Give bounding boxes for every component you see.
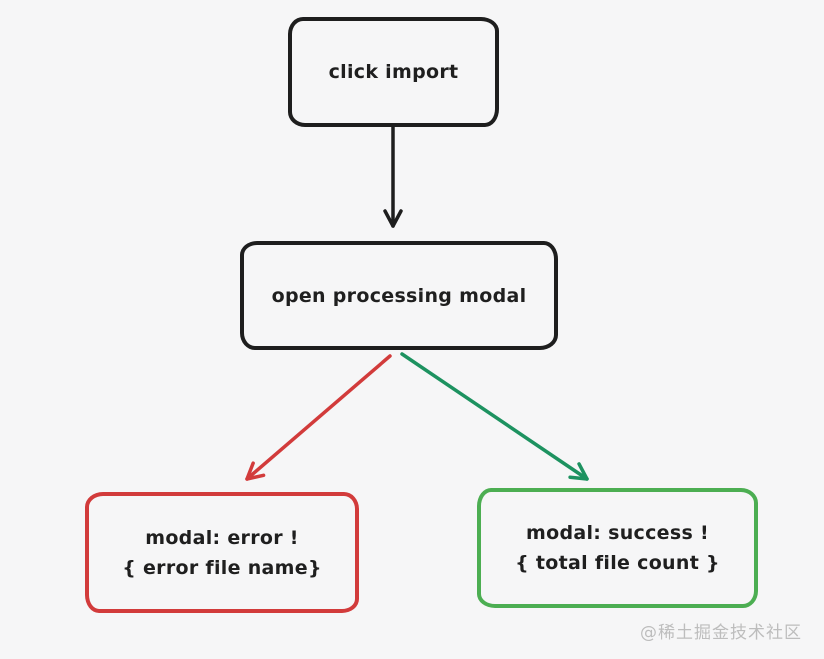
node-click-import: click import — [288, 17, 499, 127]
node-click-import-label: click import — [328, 61, 459, 83]
node-modal-success-line-1: modal: success ! — [526, 522, 709, 544]
node-modal-error-line-1: modal: error ! — [145, 526, 299, 549]
node-modal-success-line-2: { total file count } — [515, 552, 720, 574]
edge-modal-to-success — [400, 352, 589, 481]
node-open-processing-modal-label: open processing modal — [271, 284, 527, 307]
edge-modal-to-error — [245, 354, 392, 481]
node-modal-success: modal: success ! { total file count } — [477, 488, 758, 608]
node-modal-error-line-2: { error file name} — [122, 556, 322, 579]
watermark: @稀土掘金技术社区 — [640, 623, 802, 643]
node-open-processing-modal: open processing modal — [240, 241, 558, 350]
node-modal-error: modal: error ! { error file name} — [85, 492, 359, 613]
